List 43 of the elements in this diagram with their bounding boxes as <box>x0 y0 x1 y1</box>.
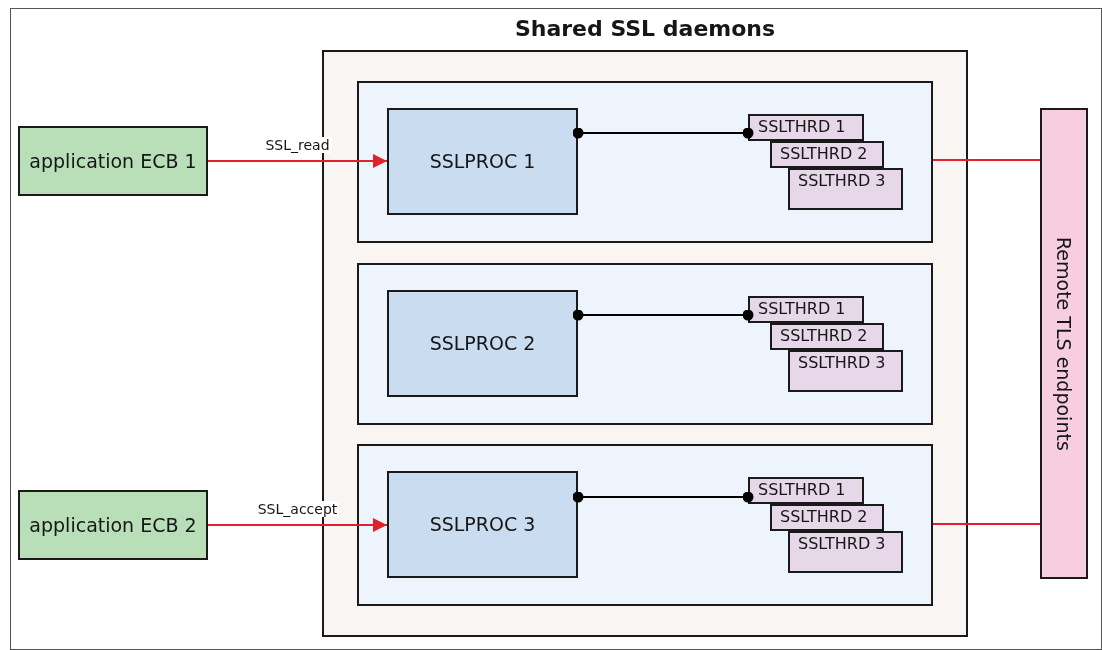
endpoint-bar <box>1040 108 1088 579</box>
connector <box>572 127 754 139</box>
process-box <box>387 108 578 215</box>
edge-label: SSL_read <box>263 137 332 153</box>
connector <box>572 309 754 321</box>
arrow <box>207 154 388 168</box>
daemon-panel <box>357 263 933 425</box>
thread-box <box>748 114 864 141</box>
box-label: SSLTHRD 3 <box>798 534 886 555</box>
thread-box <box>788 531 903 573</box>
box-label: SSLPROC 3 <box>429 512 536 537</box>
box-label: SSLTHRD 1 <box>758 299 846 320</box>
thread-box <box>748 296 864 323</box>
connector <box>572 491 754 503</box>
edge-label: SSL_accept <box>255 501 340 517</box>
thread-box <box>788 168 903 210</box>
thread-box <box>788 350 903 392</box>
endpoint-label: Remote TLS endpoints <box>1052 236 1077 451</box>
thread-box <box>748 477 864 504</box>
process-box <box>387 290 578 397</box>
connector <box>932 159 1041 161</box>
box-label: SSLPROC 1 <box>429 149 536 174</box>
group-heading: Shared SSL daemons <box>513 16 777 41</box>
application-box <box>18 126 208 196</box>
box-label: SSLPROC 2 <box>429 331 536 356</box>
box-label: SSLTHRD 2 <box>780 507 868 528</box>
arrow <box>207 518 388 532</box>
thread-box <box>770 141 884 168</box>
process-box <box>387 471 578 578</box>
box-label: application ECB 2 <box>29 512 197 538</box>
connector <box>932 523 1041 525</box>
box-label: SSLTHRD 2 <box>780 326 868 347</box>
daemon-panel <box>357 81 933 243</box>
box-label: SSLTHRD 3 <box>798 353 886 374</box>
box-label: SSLTHRD 1 <box>758 480 846 501</box>
box-label: SSLTHRD 2 <box>780 144 868 165</box>
thread-box <box>770 504 884 531</box>
box-label: application ECB 1 <box>29 148 197 174</box>
box-label: SSLTHRD 3 <box>798 171 886 192</box>
daemon-panel <box>357 444 933 606</box>
thread-box <box>770 323 884 350</box>
box-label: SSLTHRD 1 <box>758 117 846 138</box>
application-box <box>18 490 208 560</box>
